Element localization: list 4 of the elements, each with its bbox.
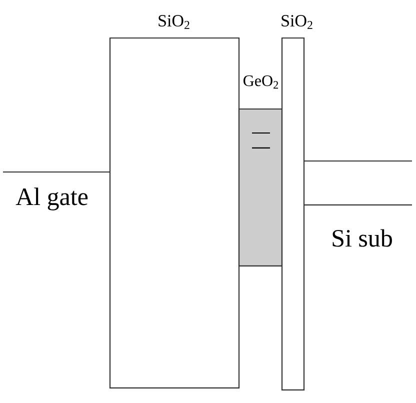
- layer-label: SiO$_{2}$: [158, 15, 190, 29]
- region-label: Si sub: [332, 229, 392, 247]
- layer-label: SiO$_{2}$: [282, 15, 312, 29]
- layer-label: GeO$_{2}$: [244, 75, 278, 89]
